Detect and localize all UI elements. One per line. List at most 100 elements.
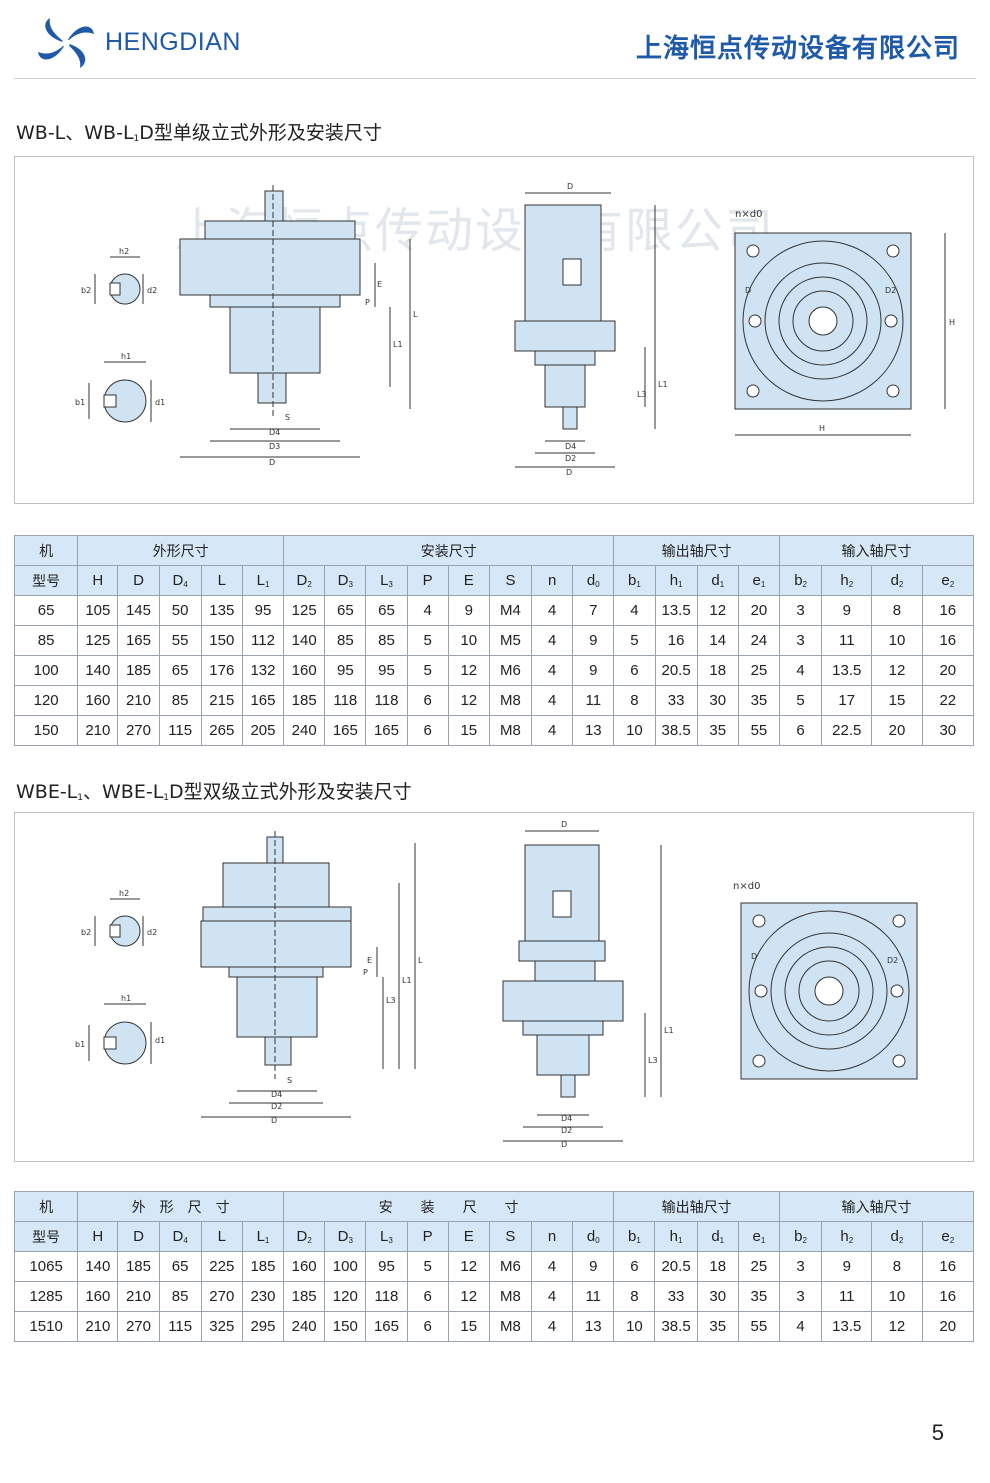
svg-text:L1: L1 — [658, 380, 668, 389]
value-cell: 30 — [696, 1281, 739, 1312]
value-cell: 4 — [531, 1311, 574, 1342]
column-header: h1 — [654, 565, 698, 596]
column-header: L3 — [365, 565, 408, 596]
reducer-front-view — [200, 836, 352, 1066]
svg-text:h1: h1 — [121, 352, 131, 361]
value-cell: 118 — [365, 1281, 408, 1312]
reducer-motor-side-view — [502, 844, 624, 1098]
table-group-header-row: 机 外 形 尺 寸 安 装 尺 寸 输出轴尺寸 输入轴尺寸 — [13, 1191, 975, 1222]
value-cell: 270 — [117, 1311, 160, 1342]
value-cell: 118 — [365, 685, 408, 716]
value-cell: 160 — [283, 655, 326, 686]
value-cell: 295 — [241, 1311, 285, 1342]
svg-text:H: H — [949, 318, 955, 327]
value-cell: 4 — [531, 1251, 574, 1282]
value-cell: 10 — [447, 625, 490, 656]
value-cell: 270 — [117, 715, 160, 746]
column-header: d0 — [572, 565, 615, 596]
svg-text:d1: d1 — [155, 398, 165, 407]
keyway-detail-output — [88, 361, 152, 423]
value-cell: 210 — [77, 1311, 119, 1342]
column-header: H — [77, 1221, 119, 1252]
value-cell: 4 — [531, 655, 574, 686]
value-cell: 15 — [447, 715, 490, 746]
svg-text:L: L — [413, 310, 418, 319]
column-header: L3 — [365, 1221, 408, 1252]
value-cell: 225 — [200, 1251, 243, 1282]
value-cell: 5 — [406, 625, 449, 656]
svg-text:D3: D3 — [269, 442, 280, 451]
column-header: D3 — [324, 1221, 367, 1252]
value-cell: 25 — [737, 1251, 780, 1282]
value-cell: 9 — [572, 655, 615, 686]
svg-text:D: D — [567, 182, 573, 191]
value-cell: 115 — [158, 1311, 202, 1342]
value-cell: 20.5 — [654, 1251, 698, 1282]
value-cell: 6 — [406, 685, 449, 716]
value-cell: 16 — [921, 625, 975, 656]
column-header: b1 — [613, 565, 656, 596]
svg-text:L1: L1 — [393, 340, 403, 349]
column-header: E — [447, 1221, 490, 1252]
value-cell: 100 — [324, 1251, 367, 1282]
value-cell: 13 — [572, 715, 615, 746]
value-cell: 4 — [613, 595, 656, 626]
value-cell: 16 — [654, 625, 698, 656]
value-cell: 6 — [406, 1311, 449, 1342]
column-header: e1 — [737, 565, 781, 596]
value-cell: 9 — [447, 595, 490, 626]
value-cell: 8 — [613, 685, 656, 716]
value-cell: 165 — [324, 715, 367, 746]
value-cell: 65 — [158, 655, 202, 686]
value-cell: 15 — [871, 685, 923, 716]
svg-text:d2: d2 — [147, 928, 157, 937]
svg-text:D2: D2 — [561, 1126, 572, 1135]
svg-text:L: L — [418, 956, 423, 965]
value-cell: 3 — [778, 625, 823, 656]
value-cell: 12 — [696, 595, 739, 626]
column-header: D — [117, 565, 160, 596]
value-cell: 8 — [613, 1281, 656, 1312]
value-cell: 112 — [241, 625, 285, 656]
value-cell: 55 — [737, 715, 781, 746]
table-group-header-row: 机 外形尺寸 安装尺寸 输出轴尺寸 输入轴尺寸 — [13, 535, 974, 566]
value-cell: 165 — [117, 625, 160, 656]
column-header: b2 — [778, 565, 823, 596]
column-header: S — [488, 565, 533, 596]
value-cell: 210 — [117, 1281, 160, 1312]
column-header: b2 — [778, 1221, 823, 1252]
value-cell: M6 — [488, 1251, 533, 1282]
value-cell: 10 — [871, 625, 923, 656]
value-cell: 150 — [324, 1311, 367, 1342]
column-header: h2 — [821, 1221, 873, 1252]
value-cell: 6 — [406, 715, 449, 746]
value-cell: 210 — [77, 715, 119, 746]
value-cell: 215 — [200, 685, 243, 716]
value-cell: 9 — [821, 1251, 873, 1282]
value-cell: 9 — [821, 595, 873, 626]
column-header: e1 — [737, 1221, 780, 1252]
value-cell: 55 — [158, 625, 202, 656]
value-cell: 4 — [531, 1281, 574, 1312]
svg-text:b2: b2 — [81, 928, 91, 937]
value-cell: 11 — [572, 1281, 615, 1312]
column-header: d2 — [871, 565, 923, 596]
value-cell: 230 — [241, 1281, 285, 1312]
value-cell: 3 — [778, 1281, 823, 1312]
reducer-motor-side-view — [514, 204, 616, 430]
value-cell: 185 — [241, 1251, 285, 1282]
svg-text:D: D — [751, 952, 757, 961]
value-cell: 10 — [613, 715, 656, 746]
company-name: 上海恒点传动设备有限公司 — [635, 34, 960, 64]
column-header: P — [406, 565, 449, 596]
value-cell: 20 — [871, 715, 923, 746]
value-cell: 4 — [531, 625, 574, 656]
value-cell: 140 — [77, 655, 119, 686]
value-cell: 11 — [821, 1281, 873, 1312]
value-cell: 12 — [447, 1251, 490, 1282]
